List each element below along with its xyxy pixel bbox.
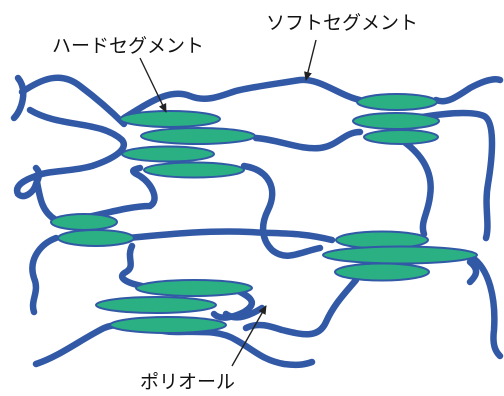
polyol-arrow — [231, 305, 267, 367]
chain-right-col — [388, 130, 434, 238]
hard-segment — [322, 245, 478, 265]
chain-mid-left — [29, 234, 60, 316]
hard-segment — [143, 161, 245, 179]
chain-right-lower — [466, 252, 504, 360]
chain-left-down — [32, 164, 158, 224]
chain-upper-right-mid — [252, 128, 364, 152]
hard-segment — [95, 296, 217, 314]
hard-segment — [352, 112, 440, 130]
hard-segment — [334, 262, 430, 282]
chain-mid-lower — [210, 282, 255, 321]
hard-segment — [135, 279, 253, 297]
hard-segment — [121, 145, 215, 163]
hard-segment-label: ハードセグメント — [52, 35, 204, 57]
chain-center-right — [222, 304, 266, 321]
chain-right-down — [240, 162, 324, 259]
chain-cross-middle — [124, 228, 336, 244]
hard-segment — [356, 93, 438, 111]
chain-right-top-end — [412, 109, 496, 242]
chain-lower-right-end — [466, 258, 480, 286]
label-arrows — [139, 39, 317, 367]
chain-top — [10, 74, 504, 128]
chain-left-loop — [13, 106, 127, 200]
hard-segment — [57, 229, 135, 247]
hard-segment-arrow — [139, 57, 167, 113]
hard-segment — [50, 213, 118, 231]
polyol-label: ポリオール — [140, 371, 235, 393]
hard-segments — [50, 93, 478, 334]
hard-segment — [109, 316, 227, 334]
hard-segment — [140, 127, 256, 145]
chain-right-bottom — [242, 276, 360, 338]
soft-segment-label: ソフトセグメント — [266, 12, 418, 34]
hard-segment — [363, 129, 439, 145]
chain-center-loop — [119, 242, 146, 290]
hard-segment — [119, 110, 221, 128]
soft-segment-arrow — [304, 39, 317, 81]
